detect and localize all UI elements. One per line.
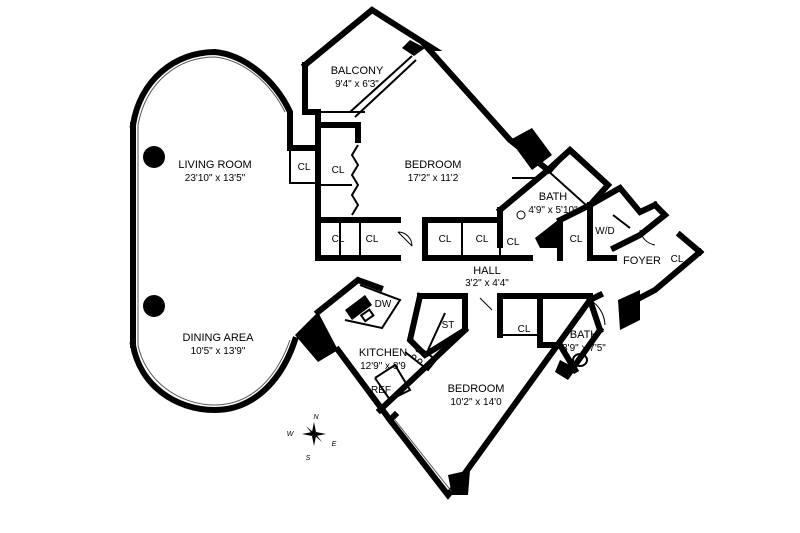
bath-2-dims: 3'9" x 7'5" <box>562 343 606 354</box>
kitchen-walls <box>313 276 468 425</box>
dining-area-dims: 10'5" x 13'9" <box>191 346 246 357</box>
closet-label: CL <box>332 234 345 245</box>
foyer-name: FOYER <box>623 255 661 267</box>
closet-label: CL <box>332 165 345 176</box>
living-room-name: LIVING ROOM <box>178 159 251 171</box>
column <box>143 295 165 317</box>
closet-label: CL <box>366 234 379 245</box>
closet-label: CL <box>570 234 583 245</box>
closet-label: CL <box>476 234 489 245</box>
washer-dryer-label: W/D <box>595 226 614 237</box>
bath-1-walls <box>495 145 613 248</box>
bedroom-2-name: BEDROOM <box>448 383 505 395</box>
balcony-dims: 9'4" x 6'3" <box>335 79 379 90</box>
bedroom-1-walls <box>300 6 553 261</box>
dishwasher-label: DW <box>375 299 392 310</box>
compass-south: S <box>306 455 311 462</box>
balcony-name: BALCONY <box>331 65 384 77</box>
kitchen-name: KITCHEN <box>359 347 407 359</box>
column <box>143 146 165 168</box>
bath-2-name: BATH <box>570 329 599 341</box>
hall-dims: 3'2" x 4'4" <box>465 278 509 289</box>
bedroom-1-name: BEDROOM <box>405 159 462 171</box>
labels: BALCONY 9'4" x 6'3" LIVING ROOM 23'10" x… <box>178 65 683 408</box>
foyer-walls <box>557 184 705 305</box>
hall-name: HALL <box>473 265 501 277</box>
compass-east: E <box>332 441 337 448</box>
storage-label: ST <box>442 320 455 331</box>
living-room-dims: 23'10" x 13'5" <box>185 173 246 184</box>
dining-area-name: DINING AREA <box>183 332 255 344</box>
compass-rose: N E S W <box>287 414 337 462</box>
bedroom-2-walls <box>375 290 640 500</box>
wall-block <box>295 312 338 362</box>
bedroom-2-dims: 10'2" x 14'0 <box>450 397 502 408</box>
closet-label: CL <box>439 234 452 245</box>
bedroom-1-dims: 17'2" x 11'2 <box>408 173 459 184</box>
closet-label: CL <box>518 324 531 335</box>
compass-north: N <box>313 414 319 421</box>
living-dining-shell <box>129 48 321 414</box>
compass-west: W <box>287 431 295 438</box>
bath-1-name: BATH <box>539 191 568 203</box>
closet-label: CL <box>671 254 684 265</box>
closet-label: CL <box>507 237 520 248</box>
kitchen-dims: 12'9" x 8'9 <box>360 361 406 372</box>
closet-label: CL <box>298 162 311 173</box>
bath-1-dims: 4'9" x 5'10" <box>528 205 578 216</box>
refrigerator-label: REF <box>371 385 391 396</box>
